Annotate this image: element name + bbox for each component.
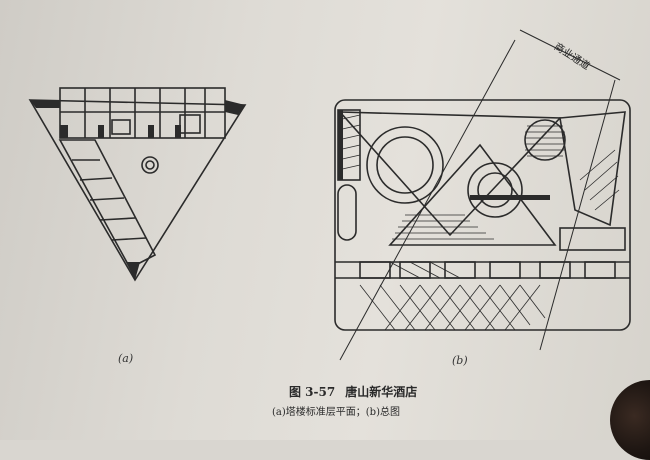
label-b: (b)	[452, 354, 468, 367]
caption-main: 图 3-57 唐山新华酒店	[289, 383, 417, 400]
stair-core	[141, 156, 159, 174]
label-a: (a)	[118, 352, 134, 365]
figure-number: 图 3-57	[289, 385, 336, 399]
road-line-1	[339, 39, 516, 361]
tower-top-wing	[59, 87, 226, 139]
figure-subcaption: (a)塔楼标准层平面；(b)总图	[272, 407, 400, 418]
rotunda	[366, 126, 444, 204]
figure-a-tower-plan	[28, 87, 247, 282]
tower-outline	[28, 99, 247, 282]
atrium-circle	[467, 162, 523, 218]
courtyard-circle	[524, 119, 566, 161]
tower-left-wing	[58, 139, 157, 270]
figure-b-site-plan	[334, 29, 631, 361]
road-line-2	[539, 79, 616, 351]
left-small-block	[337, 184, 357, 241]
figure-title: 唐山新华酒店	[345, 385, 418, 399]
